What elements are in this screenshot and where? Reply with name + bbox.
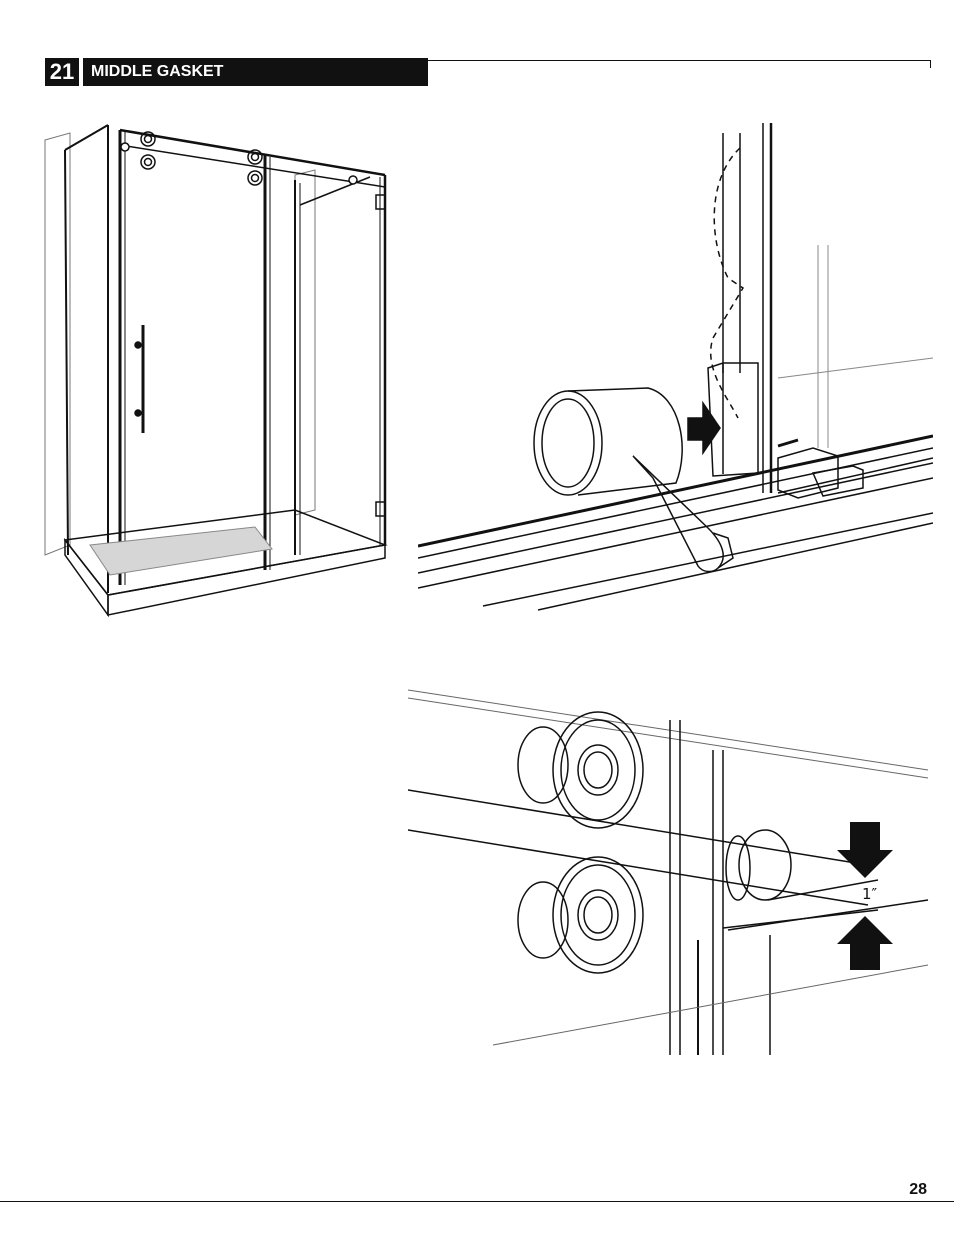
header-rule-tick: [930, 60, 931, 68]
shower-enclosure-illustration: [40, 115, 395, 625]
step-number: 21: [45, 58, 79, 86]
footer-rule: [0, 1201, 954, 1202]
roller-clearance-illustration: 1″: [408, 680, 930, 1055]
rubber-mallet-gasket-illustration: [418, 118, 933, 613]
page-number: 28: [909, 1181, 927, 1199]
step-title: MIDDLE GASKET: [83, 58, 428, 86]
clearance-dimension-label: 1″: [862, 885, 878, 903]
header-rule: [428, 60, 931, 61]
